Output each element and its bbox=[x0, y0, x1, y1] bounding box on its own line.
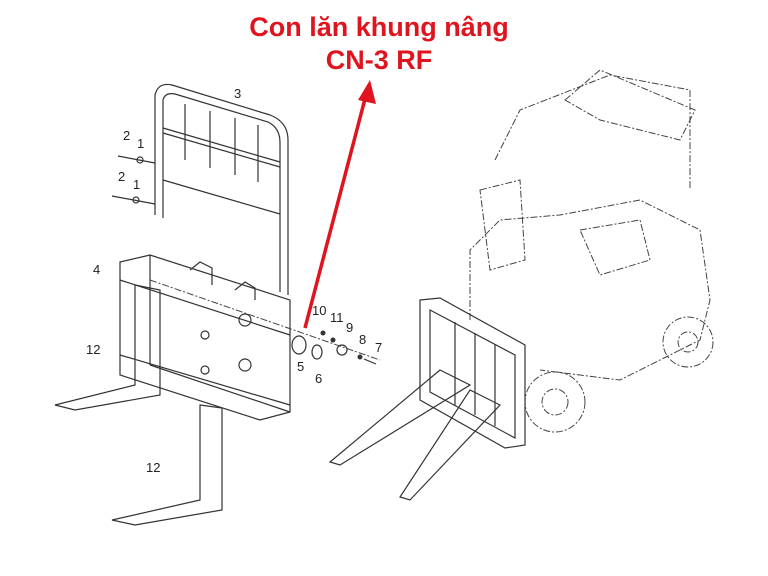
label-part-3: 3 bbox=[234, 86, 241, 101]
label-part-1: 1 bbox=[133, 177, 140, 192]
label-part-9: 9 bbox=[346, 320, 353, 335]
bolts bbox=[111, 155, 156, 205]
label-part-12: 12 bbox=[146, 460, 160, 475]
label-part-11: 11 bbox=[330, 310, 344, 325]
title-line-1: Con lăn khung nâng bbox=[249, 12, 509, 42]
label-part-1: 1 bbox=[137, 136, 144, 151]
load-backrest bbox=[154, 83, 289, 295]
label-part-4: 4 bbox=[93, 262, 100, 277]
title-line-2: CN-3 RF bbox=[325, 45, 433, 75]
fork-carriage bbox=[119, 254, 381, 421]
forklift bbox=[328, 69, 714, 501]
label-part-8: 8 bbox=[359, 332, 366, 347]
label-part-2: 2 bbox=[123, 128, 130, 143]
fork-upper bbox=[54, 284, 161, 411]
fork-lower bbox=[111, 404, 223, 526]
label-part-5: 5 bbox=[297, 359, 304, 374]
label-part-10: 10 bbox=[312, 303, 326, 318]
label-part-12: 12 bbox=[86, 342, 100, 357]
label-part-2: 2 bbox=[118, 169, 125, 184]
callout-arrow bbox=[303, 80, 376, 329]
roller-and-hardware bbox=[291, 330, 377, 365]
label-part-6: 6 bbox=[315, 371, 322, 386]
label-part-7: 7 bbox=[375, 340, 382, 355]
